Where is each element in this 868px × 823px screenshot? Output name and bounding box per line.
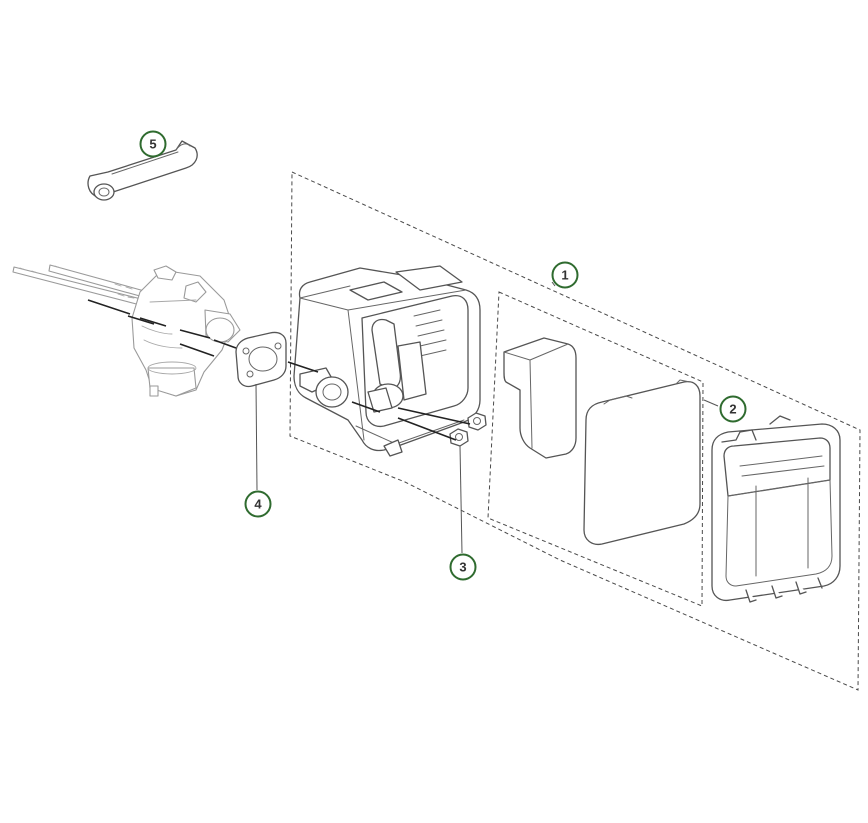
callout-5-label: 5 — [149, 137, 156, 152]
foam-pre-filter — [503, 337, 577, 459]
paper-filter-element — [583, 379, 701, 546]
assembly-2-boundary — [487, 291, 704, 607]
callout-5: 5 — [139, 130, 167, 158]
assembly-1-boundary — [289, 171, 861, 691]
leader-lines — [255, 281, 719, 554]
callout-1: 1 — [551, 261, 579, 289]
callout-4: 4 — [244, 490, 272, 518]
gasket — [235, 331, 287, 388]
callout-2: 2 — [719, 395, 747, 423]
callout-3: 3 — [449, 553, 477, 581]
flange-nuts — [449, 412, 487, 447]
alignment-axes — [87, 299, 471, 441]
callout-4-label: 4 — [254, 497, 262, 512]
breather-tube — [87, 140, 198, 201]
callout-3-label: 3 — [459, 560, 466, 575]
air-filter-base — [293, 265, 481, 457]
callout-1-label: 1 — [561, 268, 568, 283]
callout-2-label: 2 — [729, 402, 736, 417]
mounting-studs — [12, 264, 149, 307]
air-filter-cover — [711, 415, 841, 603]
